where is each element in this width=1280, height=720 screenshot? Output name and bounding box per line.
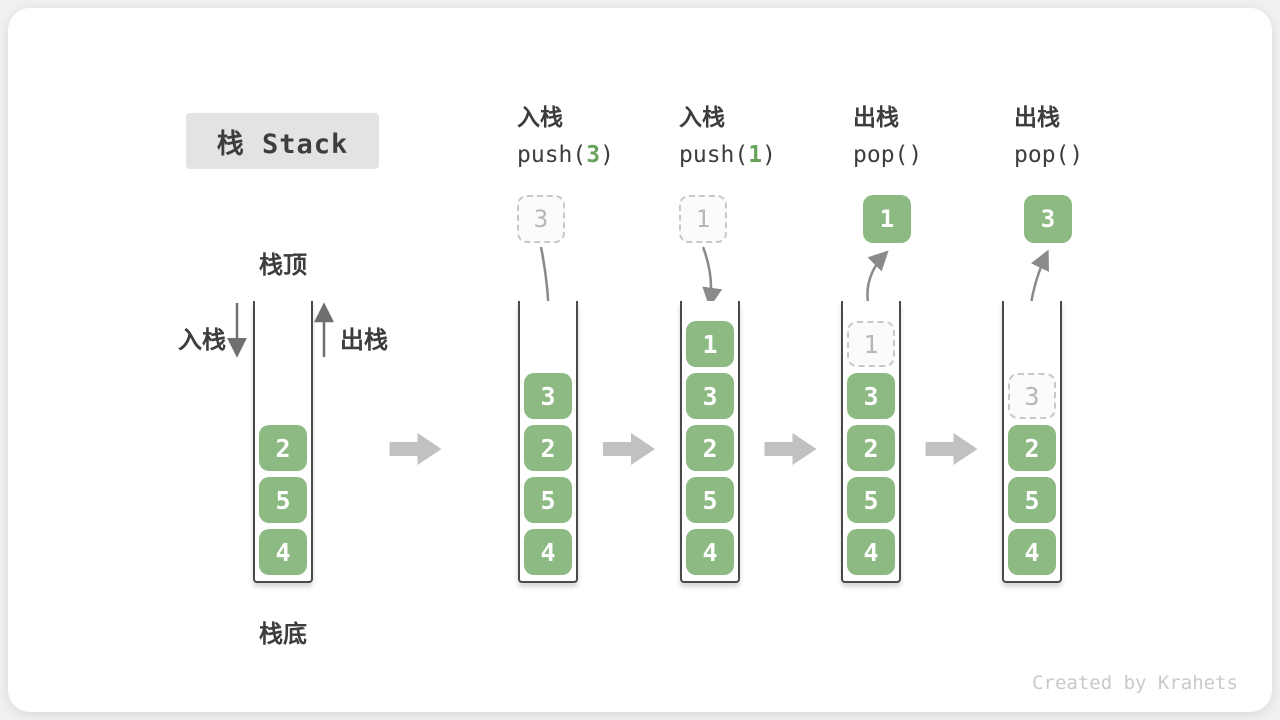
op-label: 入栈 push(3) [517, 104, 614, 169]
step-arrow-icon [764, 433, 817, 465]
stack-item-ghost: 3 [1008, 373, 1056, 419]
pop-side-label: 出栈 [340, 326, 388, 354]
op-name: 出栈 [1014, 105, 1060, 131]
stack-item: 3 [686, 373, 734, 419]
floating-value-box: 1 [863, 195, 911, 243]
op-label: 出栈 pop() [853, 104, 922, 169]
stack-item: 2 [1008, 425, 1056, 471]
stack-item: 2 [686, 425, 734, 471]
title-badge: 栈 Stack [186, 113, 379, 169]
op-name: 出栈 [853, 105, 899, 131]
floating-value-box: 3 [1024, 195, 1072, 243]
stack-item: 4 [686, 529, 734, 575]
op-call: pop() [853, 142, 923, 168]
op-name: 入栈 [517, 105, 563, 131]
step-arrow-icon [925, 433, 978, 465]
op-call: push(1) [679, 142, 776, 168]
stack-item: 1 [686, 321, 734, 367]
op-arg: 3 [586, 142, 601, 168]
stack-item: 4 [524, 529, 572, 575]
op-call: push(3) [517, 142, 614, 168]
stack-item: 5 [847, 477, 895, 523]
stack-bottom-label: 栈底 [259, 620, 307, 648]
op-name: 入栈 [679, 105, 725, 131]
stack-item: 5 [686, 477, 734, 523]
stack-top-label: 栈顶 [259, 251, 307, 279]
stack-item: 4 [259, 529, 307, 575]
push-arrow [701, 246, 723, 308]
stack-item: 4 [847, 529, 895, 575]
stack-item: 4 [1008, 529, 1056, 575]
push-side-label: 入栈 [178, 326, 226, 354]
stack-item: 5 [524, 477, 572, 523]
stack-item-ghost: 1 [847, 321, 895, 367]
stack-item: 2 [847, 425, 895, 471]
stack-item: 5 [259, 477, 307, 523]
stack-item: 3 [524, 373, 572, 419]
floating-value-ghost: 1 [679, 195, 727, 243]
stack-item: 5 [1008, 477, 1056, 523]
step-arrow-icon [603, 433, 655, 465]
step-arrow-icon [389, 433, 442, 465]
op-arg: 1 [748, 142, 763, 168]
op-label: 入栈 push(1) [679, 104, 776, 169]
stack-item: 2 [259, 425, 307, 471]
stack-item: 3 [847, 373, 895, 419]
credit-text: Created by Krahets [1032, 672, 1238, 694]
title-text: 栈 Stack [216, 128, 349, 160]
stack-item: 2 [524, 425, 572, 471]
canvas-card: 栈 Stack 栈顶 栈底 入栈 出栈 2 5 4 3 2 5 4 1 3 2 5 4 1 3 2 5 4 3 2 5… [8, 8, 1272, 712]
op-call: pop() [1014, 142, 1084, 168]
floating-value-ghost: 3 [517, 195, 565, 243]
op-label: 出栈 pop() [1014, 104, 1083, 169]
